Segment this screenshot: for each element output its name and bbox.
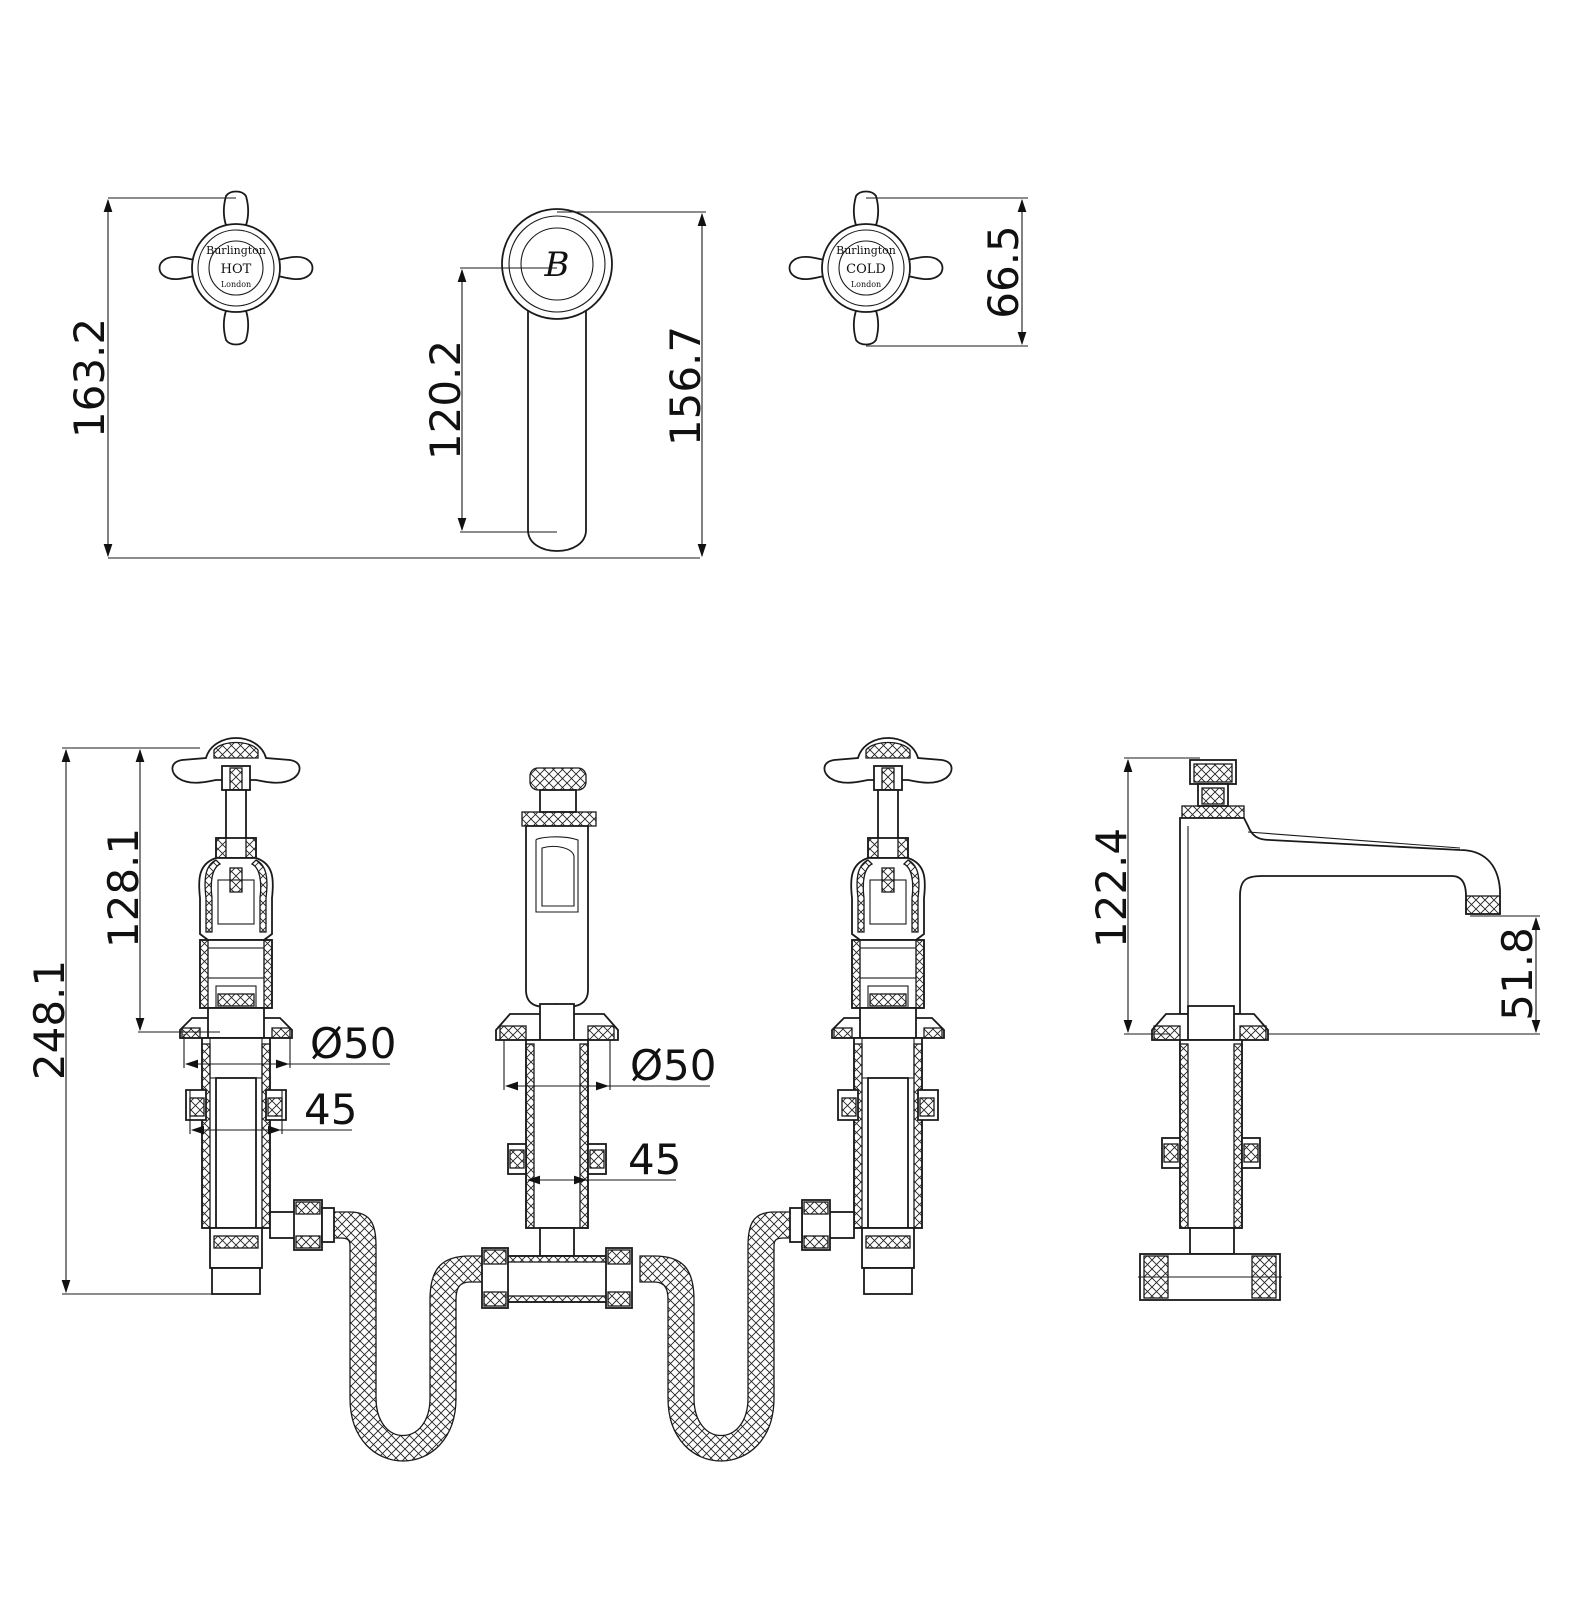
dim-left-shank-label: 45: [304, 1085, 357, 1134]
dim-left-diameter: Ø50: [183, 1019, 397, 1069]
hot-handle-brand: Burlington: [206, 244, 266, 257]
dim-spout-height: 156.7: [557, 211, 710, 558]
dim-spout-clearance-label: 51.8: [1493, 927, 1542, 1021]
dim-side-height-label: 122.4: [1087, 828, 1136, 948]
hot-elbow-connector: [269, 1199, 335, 1251]
cold-handle-city: London: [851, 280, 881, 289]
top-view: Burlington HOT London Burlington COLD Lo…: [65, 190, 1028, 559]
dim-total-height: 163.2: [65, 197, 700, 559]
right-hose: [639, 1211, 807, 1462]
dim-handle-height: 66.5: [866, 197, 1028, 347]
cold-handle-top: Burlington COLD London: [788, 190, 944, 346]
dim-left-diameter-label: Ø50: [310, 1019, 397, 1068]
cold-valve-front: [823, 737, 953, 1295]
dim-handle-above-deck-label: 128.1: [99, 828, 148, 948]
spout-top: B: [501, 208, 613, 552]
hot-handle-top: Burlington HOT London: [158, 190, 314, 346]
dim-center-diameter-label: Ø50: [630, 1041, 717, 1090]
dim-spout-length: 120.2: [421, 267, 557, 533]
hot-handle-label: HOT: [221, 262, 252, 277]
hot-handle-city: London: [221, 280, 251, 289]
dim-handle-above-deck: 128.1: [99, 748, 220, 1033]
cold-handle-brand: Burlington: [836, 244, 896, 257]
cold-elbow-connector: [789, 1199, 855, 1251]
dim-overall-height: 248.1: [25, 747, 214, 1295]
dim-spout-height-label: 156.7: [661, 326, 710, 446]
dim-spout-length-label: 120.2: [421, 340, 470, 460]
dim-left-shank: 45: [189, 1085, 357, 1135]
dim-overall-height-label: 248.1: [25, 960, 74, 1080]
dim-total-height-label: 163.2: [65, 318, 114, 438]
dim-center-shank-label: 45: [628, 1135, 681, 1184]
spout-front: [481, 767, 633, 1309]
dim-center-diameter: Ø50: [503, 1040, 717, 1091]
dim-handle-height-label: 66.5: [979, 225, 1028, 319]
front-view: 248.1 128.1 Ø50 45: [25, 737, 953, 1462]
left-hose: [317, 1211, 485, 1462]
side-view: 122.4 51.8: [1087, 757, 1542, 1301]
hot-valve-front: [171, 737, 301, 1295]
dim-spout-clearance: 51.8: [1268, 915, 1542, 1035]
dim-center-shank: 45: [525, 1135, 681, 1185]
spout-logo: B: [544, 245, 570, 285]
cold-handle-label: COLD: [846, 262, 886, 277]
dim-side-height: 122.4: [1087, 757, 1200, 1035]
